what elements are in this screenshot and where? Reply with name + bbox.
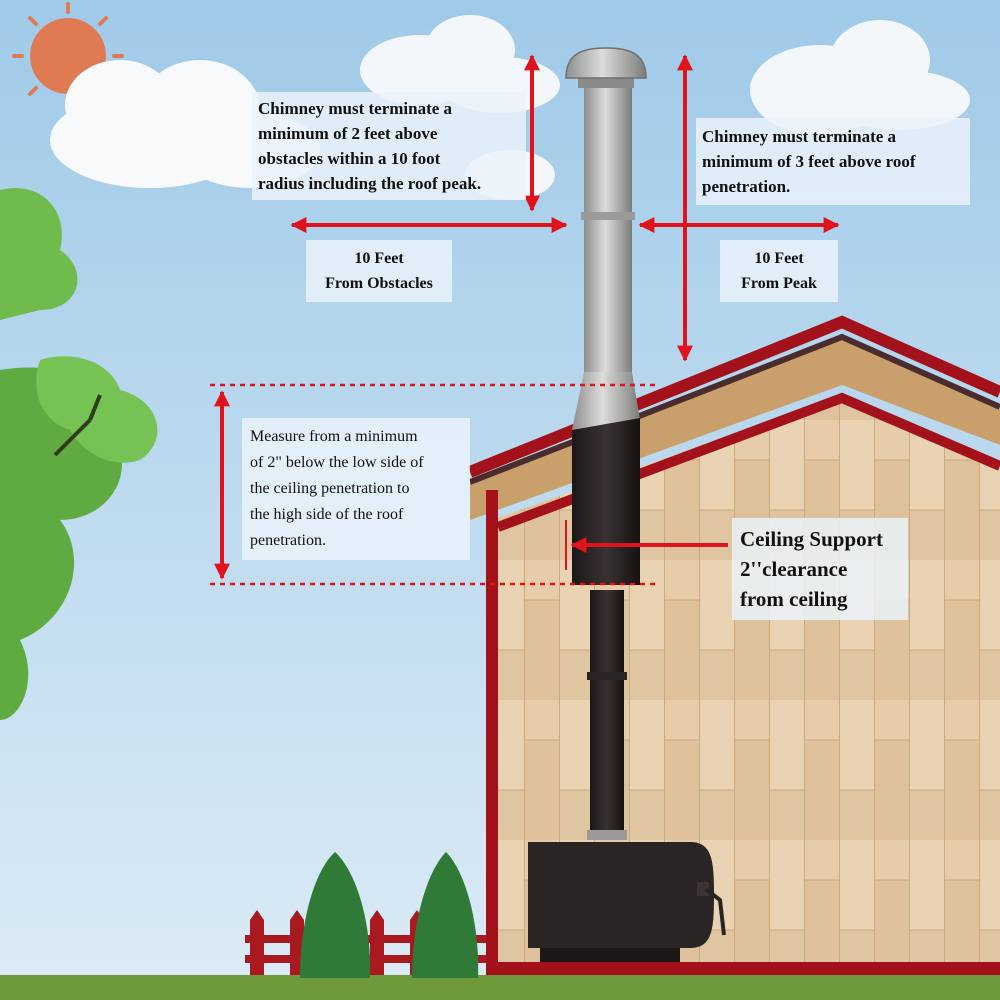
grass-ground bbox=[0, 975, 1000, 1000]
ten-feet-obstacles-label: 10 Feet From Obstacles bbox=[306, 240, 452, 302]
house-frame-left bbox=[486, 490, 498, 975]
house-frame-bottom bbox=[486, 962, 1000, 975]
tree-left bbox=[0, 188, 158, 720]
cloud-left bbox=[50, 60, 320, 188]
cloud-right bbox=[750, 20, 970, 135]
obstacle-clearance-label: Chimney must terminate a minimum of 2 fe… bbox=[252, 92, 526, 200]
chimney-cap-icon bbox=[565, 47, 647, 79]
ten-feet-peak-label: 10 Feet From Peak bbox=[720, 240, 838, 302]
wood-stove-icon bbox=[528, 842, 726, 962]
chimney-pipe bbox=[565, 47, 647, 840]
shrub-left bbox=[300, 852, 371, 978]
ceiling-support-label: Ceiling Support 2''clearance from ceilin… bbox=[732, 518, 908, 620]
shrub-right bbox=[412, 852, 479, 978]
measurement-instruction-label: Measure from a minimum of 2" below the l… bbox=[242, 418, 470, 560]
roof-clearance-label: Chimney must terminate a minimum of 3 fe… bbox=[696, 118, 970, 205]
roof-eave bbox=[470, 340, 1000, 520]
